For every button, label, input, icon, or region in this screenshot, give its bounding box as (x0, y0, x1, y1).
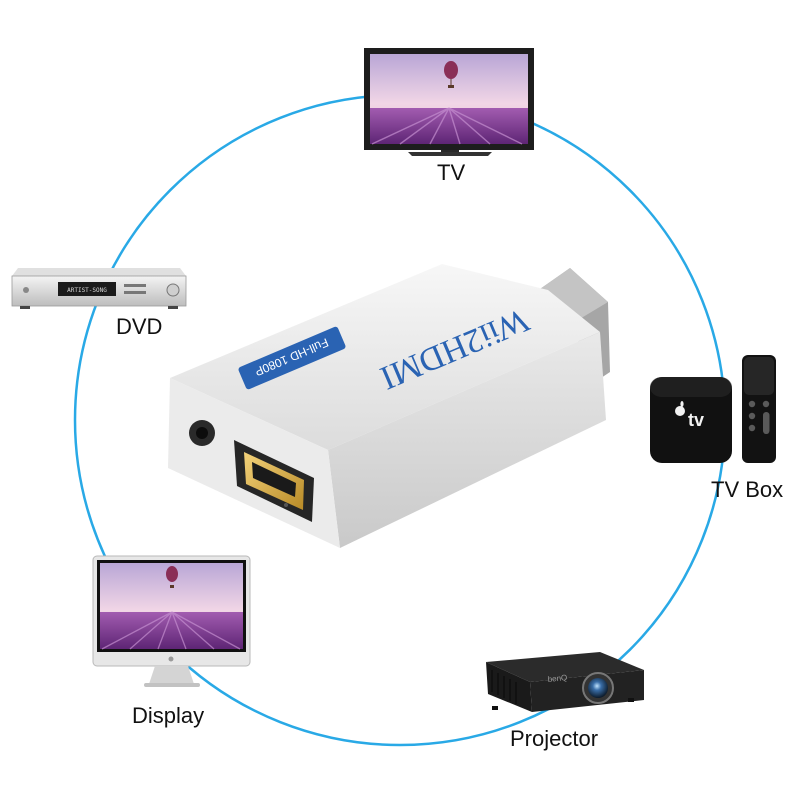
display-label: Display (132, 703, 205, 728)
apple-tv-box-icon: tv (650, 377, 732, 463)
projector-icon: benQ (486, 652, 644, 712)
adapter-top-face (170, 264, 600, 450)
wii2hdmi-adapter: Full-HD 1080P Wii2HDMI (168, 264, 610, 548)
fullhd-badge (238, 326, 346, 390)
dvd-display-text: ARTIST-SONG (67, 287, 107, 294)
imac-display-icon (92, 555, 251, 687)
tv-label: TV (437, 160, 466, 185)
projector-label: Projector (510, 726, 599, 751)
apple-tv-remote-icon (742, 355, 776, 463)
projector-brand-text: benQ (547, 673, 567, 684)
tv-box-label: TV Box (711, 477, 784, 502)
adapter-front-face (328, 332, 606, 548)
dvd-label: DVD (116, 314, 163, 339)
tv-icon (364, 48, 534, 156)
appletv-logo-text: tv (688, 410, 704, 430)
dvd-player-icon: ARTIST-SONG (11, 268, 187, 309)
